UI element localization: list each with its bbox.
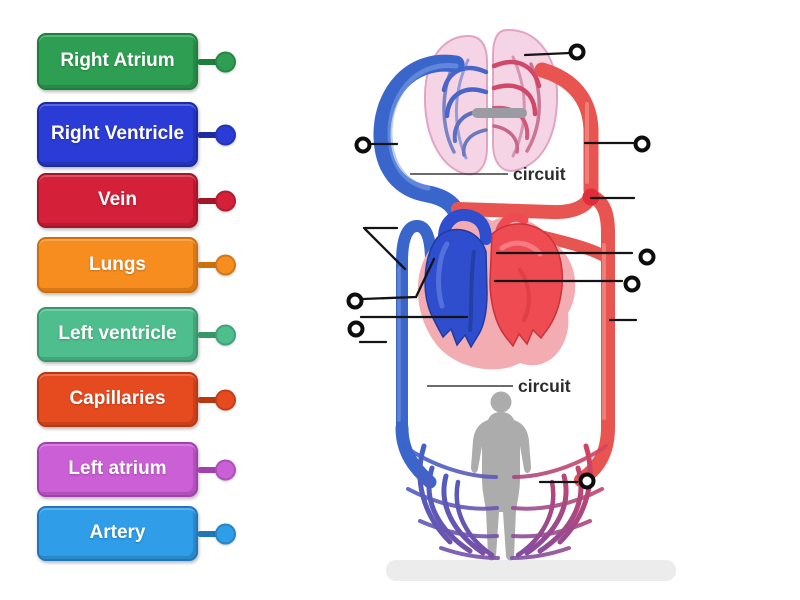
connector-dot	[215, 523, 236, 544]
connector-stub	[198, 331, 219, 338]
label-text: Right Atrium	[60, 50, 175, 72]
answer-spots	[346, 43, 656, 490]
answer-spot-capillaries[interactable]	[578, 472, 596, 490]
connector-stub	[198, 262, 219, 268]
label-chip-left-ventricle[interactable]: Left ventricle	[37, 307, 236, 362]
connector-dot	[215, 324, 236, 345]
connector-stub	[198, 131, 219, 138]
label-text: Right Ventricle	[50, 123, 185, 145]
answer-spot-left-ventricle[interactable]	[623, 275, 641, 293]
connector-dot	[215, 124, 236, 145]
connector-dot	[215, 190, 236, 211]
label-text: Capillaries	[69, 388, 166, 410]
label-chip-right-atrium[interactable]: Right Atrium	[37, 33, 236, 90]
label-chip-left-atrium[interactable]: Left atrium	[37, 442, 236, 497]
label-text: Left atrium	[68, 458, 167, 480]
answer-spot-vein[interactable]	[354, 136, 372, 154]
connector-stub	[198, 396, 219, 403]
leader-lines	[358, 51, 638, 484]
connector-dot	[215, 51, 236, 72]
connector-stub	[198, 197, 219, 204]
lungs-illustration	[423, 28, 559, 176]
circuit-caption-bottom: circuit	[518, 376, 571, 396]
answer-spot-right-atrium[interactable]	[346, 292, 364, 310]
label-text: Artery	[89, 522, 146, 544]
answer-spot-left-atrium[interactable]	[638, 248, 656, 266]
answer-spot-artery[interactable]	[633, 135, 651, 153]
body-silhouette	[471, 391, 531, 561]
capillary-mesh-left	[402, 443, 500, 560]
label-chip-vein[interactable]: Vein	[37, 173, 236, 228]
label-text: Vein	[97, 189, 138, 211]
floor-shadow	[386, 560, 676, 581]
label-chip-capillaries[interactable]: Capillaries	[37, 372, 236, 427]
answer-spot-right-ventricle[interactable]	[347, 320, 365, 338]
label-text: Lungs	[89, 253, 146, 275]
connector-stub	[198, 58, 219, 65]
label-chip-right-ventricle[interactable]: Right Ventricle	[37, 102, 236, 167]
label-text: Left ventricle	[58, 323, 177, 345]
circuit-caption-top: circuit	[513, 164, 566, 184]
label-chip-lungs[interactable]: Lungs	[37, 237, 236, 293]
connector-stub	[198, 530, 219, 537]
connector-dot	[215, 459, 236, 480]
answer-spot-lungs[interactable]	[568, 43, 586, 61]
connector-dot	[215, 254, 236, 276]
vein-vessels	[373, 54, 468, 489]
connector-dot	[215, 389, 236, 410]
label-chip-artery[interactable]: Artery	[37, 506, 236, 561]
connector-stub	[198, 466, 219, 473]
circuit-captions: circuit circuit	[410, 164, 571, 396]
